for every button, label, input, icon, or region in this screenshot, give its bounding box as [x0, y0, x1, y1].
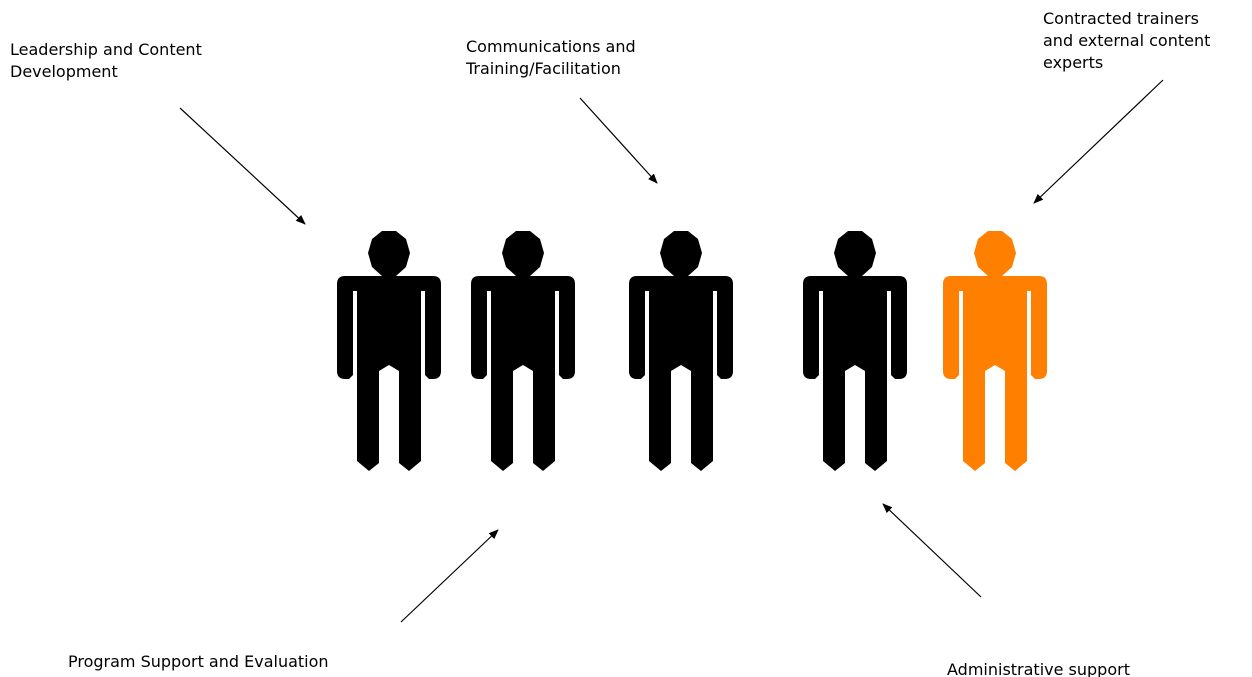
leadership-label-line2: Development [10, 62, 118, 81]
figures [337, 231, 1047, 471]
program-label-line1: Program Support and Evaluation [68, 652, 329, 671]
communications-label-line2: Training/Facilitation [466, 59, 621, 78]
admin-arrow [882, 503, 982, 598]
program-arrow [400, 529, 499, 623]
staff-figure-icon [337, 231, 441, 471]
communications-label: Communications and Training/Facilitation [466, 36, 636, 80]
communications-label-line1: Communications and [466, 37, 636, 56]
contracted-label-line3: experts [1043, 53, 1104, 72]
leadership-arrow [179, 107, 306, 225]
leadership-label: Leadership and Content Development [10, 39, 202, 83]
contracted-label: Contracted trainers and external content… [1043, 8, 1210, 74]
program-label: Program Support and Evaluation [68, 651, 329, 673]
leadership-label-line1: Leadership and Content [10, 40, 202, 59]
staff-figure-icon [629, 231, 733, 471]
communications-arrow [579, 97, 658, 184]
admin-label: Administrative support [947, 659, 1130, 677]
contracted-arrow [1033, 79, 1164, 204]
contractor-figure-icon [943, 231, 1047, 471]
contracted-label-line2: and external content [1043, 31, 1211, 50]
staff-figure-icon [803, 231, 907, 471]
contracted-label-line1: Contracted trainers [1043, 9, 1199, 28]
staff-figure-icon [471, 231, 575, 471]
admin-label-line1: Administrative support [947, 660, 1130, 677]
